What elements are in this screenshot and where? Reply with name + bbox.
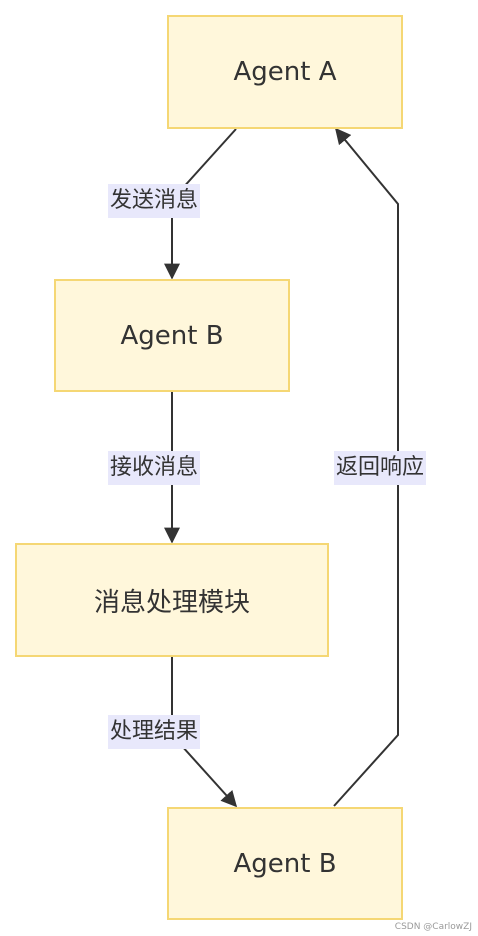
- node-processing-module: 消息处理模块: [15, 543, 329, 657]
- edge-label-receive: 接收消息: [108, 451, 201, 485]
- node-agent-b-top-label: Agent B: [120, 320, 224, 351]
- node-agent-b-bottom-label: Agent B: [233, 848, 337, 879]
- node-agent-b-top: Agent B: [54, 279, 290, 392]
- node-agent-a-label: Agent A: [233, 57, 337, 87]
- edge-label-send: 发送消息: [108, 184, 201, 218]
- node-agent-a: Agent A: [167, 15, 403, 129]
- node-agent-b-bottom: Agent B: [167, 807, 403, 920]
- edge-label-respond: 返回响应: [334, 451, 427, 485]
- edge-label-result: 处理结果: [108, 715, 201, 749]
- watermark: CSDN @CarlowZJ: [394, 922, 472, 932]
- node-processing-module-label: 消息处理模块: [93, 587, 250, 618]
